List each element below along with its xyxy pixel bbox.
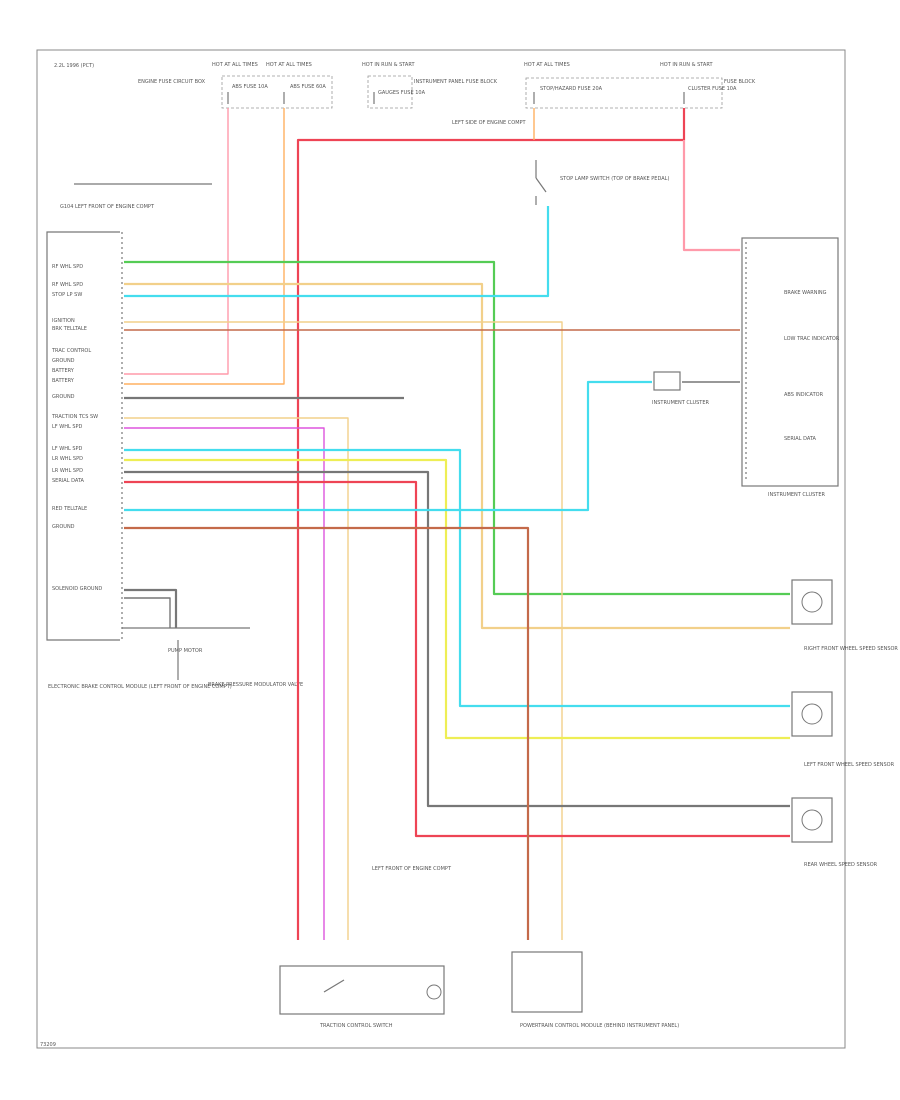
lf-wheel-sensor: LEFT FRONT WHEEL SPEED SENSOR [791,691,895,768]
ebcm-pin-label: SOLENOID GROUND [52,586,102,592]
svg-text:SERIAL DATA: SERIAL DATA [784,436,817,442]
svg-text:LOW TRAC INDICATOR: LOW TRAC INDICATOR [784,336,840,342]
ebcm-pin-label: GROUND [52,358,75,364]
wire-gray-lr [124,470,790,808]
pump-motor: PUMP MOTOR BRAKE PRESSURE MODULATOR VALV… [122,627,303,688]
wire-violet-tcs [124,427,325,940]
ebcm-pin-label: SERIAL DATA [52,478,85,484]
ebcm-pin-label: BATTERY [52,378,75,384]
instrument-cluster: BRAKE WARNING LOW TRAC INDICATOR ABS IND… [741,237,840,498]
wire-gray-pump [124,597,171,628]
svg-text:LEFT FRONT WHEEL SPEED SENSOR: LEFT FRONT WHEEL SPEED SENSOR [804,762,895,768]
svg-text:RIGHT FRONT WHEEL SPEED SENSOR: RIGHT FRONT WHEEL SPEED SENSOR [804,646,898,652]
fuse-box-1: HOT AT ALL TIMES HOT AT ALL TIMES ENGINE… [138,62,333,109]
svg-text:G104 LEFT FRONT OF ENGINE COMP: G104 LEFT FRONT OF ENGINE COMPT [60,204,155,210]
ebcm-pin-label: GROUND [52,524,75,530]
svg-text:TRACTION CONTROL SWITCH: TRACTION CONTROL SWITCH [319,1023,393,1029]
ebcm-pin-label: BATTERY [52,368,75,374]
wire-brown-red-tell [124,526,530,940]
ebcm-pin-label: TRAC CONTROL [51,348,91,354]
svg-text:INSTRUMENT CLUSTER: INSTRUMENT CLUSTER [652,400,710,406]
svg-text:HOT AT ALL TIMES: HOT AT ALL TIMES [212,62,258,68]
stop-lamp-switch: STOP LAMP SWITCH (TOP OF BRAKE PEDAL) [535,160,669,205]
left-front-label: LEFT FRONT OF ENGINE COMPT [372,866,452,872]
ebcm-pin-label: GROUND [52,394,75,400]
ebcm-pin-label: RF WHL SPD [52,264,83,270]
ebcm-pin-label: TRACTION TCS SW [51,414,98,420]
fuse-box-3: HOT AT ALL TIMES HOT IN RUN & START STOP… [524,62,756,109]
wire-orange-1 [124,108,285,385]
svg-text:STOP LAMP SWITCH (TOP OF BRAKE: STOP LAMP SWITCH (TOP OF BRAKE PEDAL) [560,176,669,182]
wire-ltblue-serial [124,380,652,512]
svg-text:HOT AT ALL TIMES: HOT AT ALL TIMES [524,62,570,68]
ebcm-pin-label: LR WHL SPD [52,468,83,474]
svg-text:CLUSTER FUSE 10A: CLUSTER FUSE 10A [688,86,737,92]
powertrain-control-module: POWERTRAIN CONTROL MODULE (BEHIND INSTRU… [511,951,679,1029]
wire-ltblue-stop [124,206,550,298]
svg-text:ELECTRONIC BRAKE CONTROL MODUL: ELECTRONIC BRAKE CONTROL MODULE (LEFT FR… [48,684,232,690]
ebcm-pin-label: IGNITION [52,318,75,324]
ebcm-pin-label: BRK TELLTALE [52,326,87,332]
wire-green-rf [124,260,790,596]
ebcm-module: RF WHL SPD RF WHL SPD STOP LP SW IGNITION BR… [46,231,232,690]
traction-control-switch: TRACTION CONTROL SWITCH [279,965,445,1029]
svg-text:ABS INDICATOR: ABS INDICATOR [784,392,824,398]
svg-text:INSTRUMENT CLUSTER: INSTRUMENT CLUSTER [768,492,826,498]
wire-ltblue-lf [124,448,790,708]
wires [124,108,790,940]
svg-text:POWERTRAIN CONTROL MODULE (BEH: POWERTRAIN CONTROL MODULE (BEHIND INSTRU… [520,1023,679,1029]
svg-text:GAUGES FUSE 10A: GAUGES FUSE 10A [378,90,426,96]
svg-text:HOT IN RUN & START: HOT IN RUN & START [362,62,415,68]
svg-text:PUMP MOTOR: PUMP MOTOR [168,648,203,654]
svg-text:HOT AT ALL TIMES: HOT AT ALL TIMES [266,62,312,68]
wire-tan-tcs [124,417,349,940]
ground-g104: G104 LEFT FRONT OF ENGINE COMPT [60,183,212,210]
diagram-title: 2.2L 1996 (PCT) [54,63,94,69]
svg-text:ENGINE FUSE CIRCUIT BOX: ENGINE FUSE CIRCUIT BOX [138,79,206,85]
diagram-footer: 73209 [40,1042,56,1048]
wire-tan-ign [124,321,563,940]
ebcm-pin-label: STOP LP SW [52,292,82,298]
wire-pink-1 [124,108,229,375]
wire-tan-rf [124,282,790,630]
svg-text:INSTRUMENT PANEL FUSE BLOCK: INSTRUMENT PANEL FUSE BLOCK [414,79,498,85]
svg-text:HOT IN RUN & START: HOT IN RUN & START [660,62,713,68]
wire-gray-ground [124,588,178,628]
svg-text:REAR WHEEL SPEED SENSOR: REAR WHEEL SPEED SENSOR [804,862,878,868]
brake-indicator-connector: INSTRUMENT CLUSTER [652,371,710,406]
fuse-box-2: HOT IN RUN & START INSTRUMENT PANEL FUSE… [362,62,498,109]
svg-text:ABS FUSE 60A: ABS FUSE 60A [290,84,326,90]
ebcm-pin-label: LF WHL SPD [52,424,83,430]
wire-pink-cluster [682,140,740,252]
wire-red-main [296,108,686,940]
ebcm-pin-label: LR WHL SPD [52,456,83,462]
wire-yellow-lf [124,458,790,740]
svg-text:FUSE BLOCK: FUSE BLOCK [724,79,756,85]
svg-text:BRAKE PRESSURE MODULATOR VALVE: BRAKE PRESSURE MODULATOR VALVE [208,682,303,688]
ebcm-pin-label: LF WHL SPD [52,446,83,452]
ebcm-pin-label: RF WHL SPD [52,282,83,288]
svg-text:STOP/HAZARD FUSE 20A: STOP/HAZARD FUSE 20A [540,86,603,92]
rf-wheel-sensor: RIGHT FRONT WHEEL SPEED SENSOR [791,579,898,652]
diagram-frame [36,49,846,1049]
splice-label: LEFT SIDE OF ENGINE COMPT [452,120,527,126]
svg-text:ABS FUSE 10A: ABS FUSE 10A [232,84,268,90]
svg-text:BRAKE WARNING: BRAKE WARNING [784,290,827,296]
wire-red-lr [124,480,790,838]
ebcm-pin-label: RED TELLTALE [52,506,87,512]
rear-wheel-sensor: REAR WHEEL SPEED SENSOR [791,797,878,868]
